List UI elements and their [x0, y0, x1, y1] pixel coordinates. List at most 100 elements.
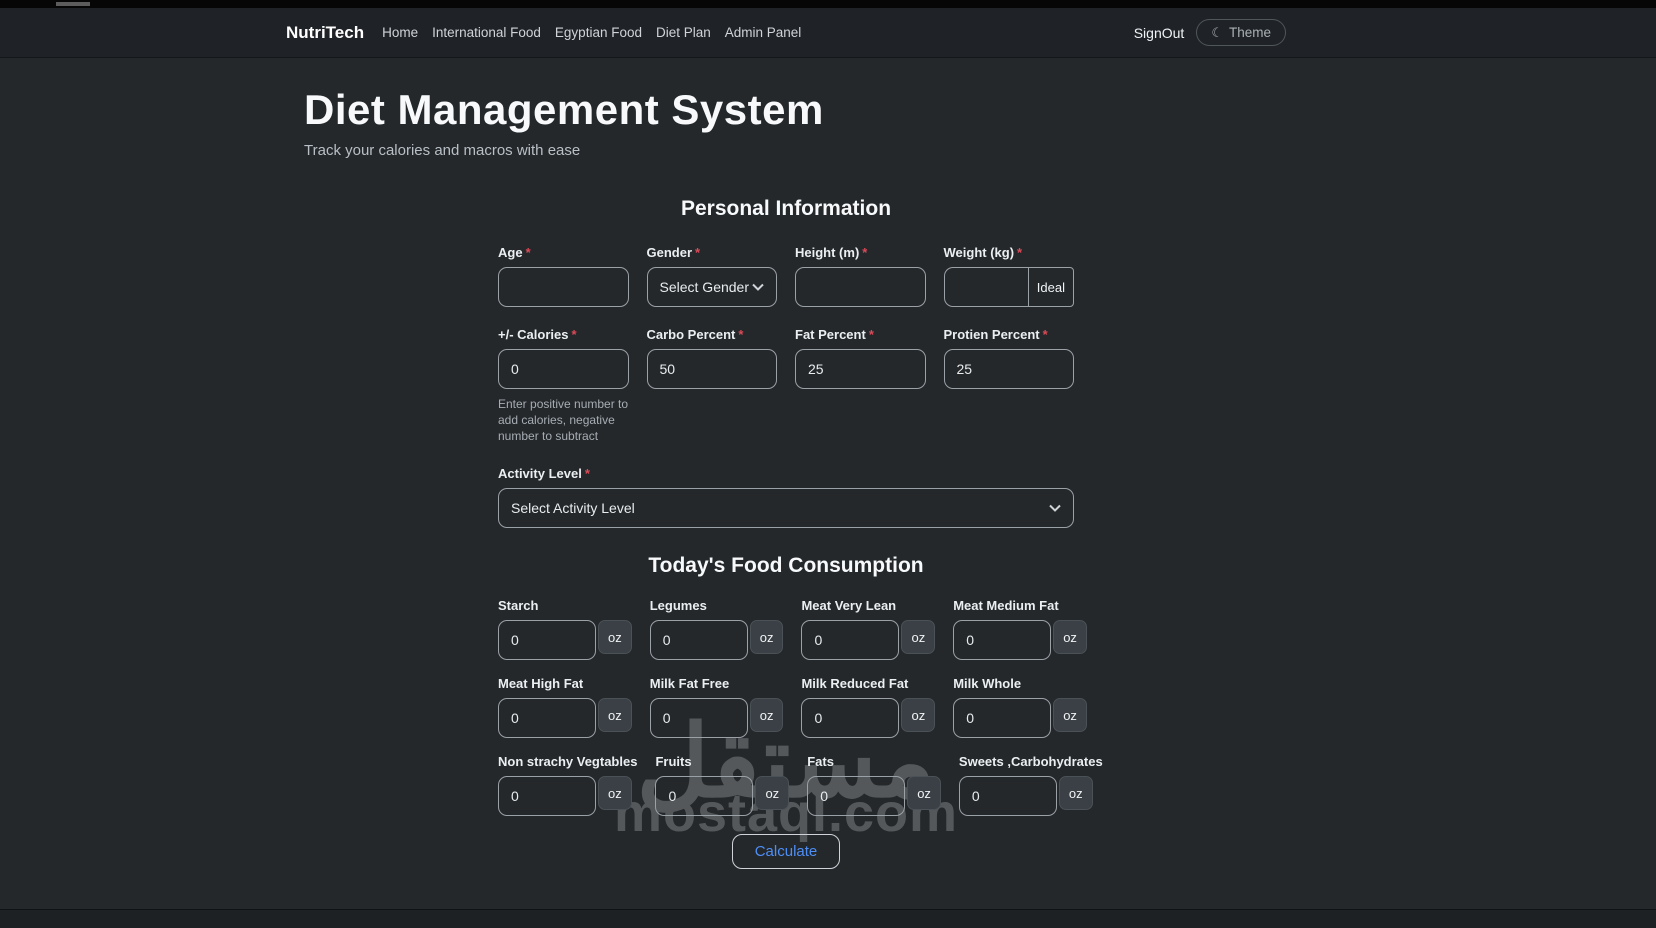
chevron-down-icon	[1049, 505, 1061, 513]
nav-link-diet-plan[interactable]: Diet Plan	[655, 25, 711, 40]
starch-input[interactable]	[498, 620, 596, 661]
nav-links: Home International Food Egyptian Food Di…	[382, 25, 801, 40]
carbo-percent-input[interactable]	[646, 349, 777, 389]
signout-link[interactable]: SignOut	[1133, 24, 1185, 41]
oz-unit-addon: oz	[901, 620, 936, 655]
fat-percent-field: Fat Percent*	[795, 327, 926, 389]
non-starchy-vegetables-label: Non strachy Vegtables	[498, 754, 638, 770]
non-starchy-vegetables-input[interactable]	[498, 776, 596, 817]
legumes-field: Legumes oz	[649, 598, 784, 661]
gender-label: Gender	[646, 245, 693, 260]
required-asterisk: *	[584, 466, 590, 482]
fat-percent-label: Fat Percent	[795, 327, 866, 342]
food-row-3: Non strachy Vegtables oz Fruits oz Fats	[498, 754, 1103, 817]
meat-medium-fat-field: Meat Medium Fat oz	[953, 598, 1087, 661]
personal-row-2: +/- Calories* Enter positive number to a…	[498, 327, 1074, 444]
oz-unit-addon: oz	[1058, 776, 1093, 811]
required-asterisk: *	[868, 327, 874, 342]
milk-reduced-fat-field: Milk Reduced Fat oz	[801, 676, 936, 739]
age-label: Age	[498, 245, 523, 260]
carbo-percent-label: Carbo Percent	[646, 327, 736, 342]
legumes-label: Legumes	[649, 598, 707, 614]
meat-very-lean-input[interactable]	[801, 620, 900, 661]
brand-logo[interactable]: NutriTech	[286, 22, 365, 42]
fats-field: Fats oz	[807, 754, 941, 817]
oz-unit-addon: oz	[755, 776, 790, 811]
meat-medium-fat-label: Meat Medium Fat	[953, 598, 1059, 614]
fats-input[interactable]	[807, 776, 906, 817]
calculate-button[interactable]: Calculate	[731, 834, 841, 870]
required-asterisk: *	[1042, 327, 1048, 342]
protein-percent-field: Protien Percent*	[943, 327, 1074, 389]
height-input[interactable]	[795, 267, 926, 307]
gender-select[interactable]: Select Gender	[646, 267, 777, 307]
non-starchy-vegetables-field: Non strachy Vegtables oz	[498, 754, 638, 817]
meat-very-lean-label: Meat Very Lean	[801, 598, 897, 614]
fruits-label: Fruits	[655, 754, 692, 770]
fruits-field: Fruits oz	[655, 754, 790, 817]
personal-row-1: Age* Gender* Select Gender Height (m)* W…	[498, 245, 1074, 307]
nav-link-international-food[interactable]: International Food	[432, 25, 541, 40]
required-asterisk: *	[571, 327, 577, 342]
milk-reduced-fat-input[interactable]	[801, 698, 900, 739]
food-row-2: Meat High Fat oz Milk Fat Free oz Milk R…	[498, 676, 1087, 739]
starch-label: Starch	[498, 598, 539, 614]
chevron-down-icon	[752, 283, 764, 291]
fruits-input[interactable]	[655, 776, 754, 817]
navbar: NutriTech Home International Food Egypti…	[0, 8, 1656, 58]
required-asterisk: *	[525, 245, 531, 260]
sweets-carbohydrates-input[interactable]	[958, 776, 1057, 817]
activity-select-value: Select Activity Level	[511, 500, 635, 517]
oz-unit-addon: oz	[749, 698, 784, 733]
meat-very-lean-field: Meat Very Lean oz	[801, 598, 936, 661]
meat-high-fat-input[interactable]	[498, 698, 596, 739]
page-title: Diet Management System	[304, 86, 824, 133]
oz-unit-addon: oz	[598, 776, 632, 811]
nav-link-admin-panel[interactable]: Admin Panel	[724, 25, 802, 40]
milk-whole-input[interactable]	[953, 698, 1052, 739]
legumes-input[interactable]	[649, 620, 748, 661]
milk-fat-free-input[interactable]	[649, 698, 748, 739]
activity-level-field: Activity Level* Select Activity Level	[498, 466, 1074, 529]
carbo-percent-field: Carbo Percent*	[646, 327, 777, 389]
activity-level-select[interactable]: Select Activity Level	[498, 488, 1074, 529]
meat-high-fat-field: Meat High Fat oz	[498, 676, 632, 739]
protein-percent-label: Protien Percent	[943, 327, 1040, 342]
oz-unit-addon: oz	[1053, 698, 1087, 733]
activity-level-label: Activity Level	[498, 466, 582, 482]
protein-percent-input[interactable]	[943, 349, 1074, 389]
theme-label: Theme	[1228, 25, 1271, 40]
navbar-inner: NutriTech Home International Food Egypti…	[258, 8, 1398, 57]
weight-input-group: Ideal	[943, 267, 1074, 307]
milk-reduced-fat-label: Milk Reduced Fat	[801, 676, 909, 692]
meat-high-fat-label: Meat High Fat	[498, 676, 584, 692]
meat-medium-fat-input[interactable]	[953, 620, 1052, 661]
starch-field: Starch oz	[498, 598, 632, 661]
oz-unit-addon: oz	[749, 620, 784, 655]
calories-field: +/- Calories* Enter positive number to a…	[498, 327, 629, 444]
calories-input[interactable]	[498, 349, 629, 389]
weight-label: Weight (kg)	[943, 245, 1015, 260]
main-content: Diet Management System Track your calori…	[0, 86, 1656, 889]
theme-toggle-button[interactable]: ☾ Theme	[1196, 19, 1286, 46]
age-input[interactable]	[498, 267, 629, 307]
nav-link-home[interactable]: Home	[382, 25, 419, 40]
fat-percent-input[interactable]	[795, 349, 926, 389]
milk-fat-free-label: Milk Fat Free	[649, 676, 730, 692]
gender-select-value: Select Gender	[659, 279, 750, 295]
calories-helper-text: Enter positive number to add calories, n…	[498, 397, 629, 443]
nav-link-egyptian-food[interactable]: Egyptian Food	[554, 25, 642, 40]
milk-fat-free-field: Milk Fat Free oz	[649, 676, 784, 739]
top-mini-bar	[56, 2, 90, 6]
weight-field: Weight (kg)* Ideal	[943, 245, 1074, 307]
gender-field: Gender* Select Gender	[646, 245, 777, 307]
navbar-right: SignOut ☾ Theme	[1134, 19, 1286, 46]
page-subtitle: Track your calories and macros with ease	[304, 142, 581, 159]
ideal-weight-button[interactable]: Ideal	[1027, 267, 1074, 307]
height-label: Height (m)	[795, 245, 860, 260]
calories-label: +/- Calories	[498, 327, 569, 342]
milk-whole-label: Milk Whole	[953, 676, 1022, 692]
required-asterisk: *	[738, 327, 744, 342]
oz-unit-addon: oz	[1053, 620, 1087, 655]
weight-input[interactable]	[943, 267, 1028, 307]
